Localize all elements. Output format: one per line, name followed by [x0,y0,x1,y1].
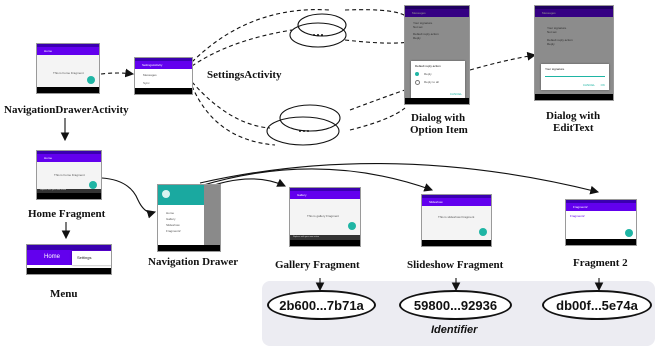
edge-settings-upper2 [191,9,331,63]
caption-dialog-edit-1: Dialog with [546,110,601,122]
snackbar-text: Replace with your own action [40,189,67,191]
screen-body-text: This is gallery Fragment [307,214,340,218]
caption-dialog-option-1: Dialog with [411,112,466,124]
screen-title: Fragment2 [566,203,636,211]
cancel-button[interactable]: CANCEL [449,92,462,96]
snackbar-text: Replace with your own action [293,236,320,238]
radio-unselected-icon[interactable] [415,80,420,85]
fab-button[interactable] [348,222,356,230]
edge-drawer-to-slideshow [199,168,434,192]
field-label: Your signature [413,21,433,25]
cancel-button[interactable]: CANCEL [582,83,595,87]
caption-home-fragment: Home Fragment [28,208,106,220]
screen-title: Home [37,47,99,55]
drawer-item-gallery[interactable]: Gallery [166,217,176,221]
caption-navigation-drawer: Navigation Drawer [148,256,239,268]
edit-dialog: Your signature CANCEL OK [541,64,609,90]
drawer-item-slideshow[interactable]: Slideshow [166,223,180,227]
screen-body-text: Fragment2 [570,214,585,218]
field-value: Reply [413,36,421,40]
drawer-item-fragment2[interactable]: Fragment2 [166,229,181,233]
dialog-title: Default reply action [415,64,441,68]
identifier-gallery: 2b600...7b71a [267,290,376,320]
option-reply-all[interactable]: Reply to all [424,80,439,84]
edge-upper-to-edit2 [344,9,409,19]
screen-dialog-edit: Messages Your signature Not set Default … [534,5,614,101]
edge-settings-lower [191,81,271,129]
edge-upper-to-edit [344,39,409,44]
screen-fragment2: Fragment2 Fragment2 [565,199,637,246]
settings-item-messages[interactable]: Messages [143,73,157,77]
screen-slideshow: Slideshow This is slideshow Fragment [421,194,492,247]
menu-title: Home [44,254,61,260]
option-reply[interactable]: Reply [424,72,432,76]
edge-option-to-edit [469,51,537,71]
fab-button[interactable] [89,181,97,189]
screen-gallery: Gallery This is gallery Fragment Replace… [289,187,361,247]
screen-nav-activity: Home This is home Fragment [36,43,100,94]
screen-title: Slideshow [422,198,491,206]
snackbar: Replace with your own action [290,235,360,240]
caption-fragment2: Fragment 2 [573,257,628,269]
screen-body-text: This is home Fragment [53,71,84,75]
screen-title: Home [37,154,101,162]
screen-title: Gallery [290,191,360,199]
identifier-slideshow: 59800...92936 [399,290,512,320]
edge-home-to-drawer [101,177,157,219]
fab-button[interactable] [87,76,95,84]
menu-item-settings[interactable]: Settings [77,255,92,260]
screen-navigation-drawer: Home Gallery Slideshow Fragment2 [157,184,221,252]
caption-slideshow-fragment: Slideshow Fragment [407,259,504,271]
screen-title: Messages [405,9,469,17]
ok-button[interactable]: OK [600,83,605,87]
signature-input[interactable] [545,76,605,77]
drawer-panel: Home Gallery Slideshow Fragment2 [158,185,204,247]
dialog-title: Your signature [545,67,565,71]
screen-settings: SettingsActivity Messages Sync [134,57,193,95]
radio-selected-icon[interactable] [415,72,419,76]
identifier-fragment2: db00f...5e74a [542,290,652,320]
screen-body-text: This is home Fragment [54,173,85,177]
edge-settings-upper [191,29,293,67]
drawer-item-home[interactable]: Home [166,211,175,215]
fab-button[interactable] [625,229,633,237]
caption-gallery-fragment: Gallery Fragment [275,259,360,271]
edge-drawer-to-fragment2 [199,163,600,195]
field-value: Not set [547,30,557,34]
menu-popup: Settings [72,251,111,265]
screen-home: Home This is home Fragment Replace with … [36,150,102,200]
avatar [162,190,170,198]
screen-title: Messages [535,9,613,17]
settings-item-sync[interactable]: Sync [143,81,150,85]
drawer-header [158,185,204,205]
field-label: Default reply action [413,32,439,36]
screen-title: SettingsActivity [135,61,192,69]
field-label: Default reply action [547,38,573,42]
identifier-label: Identifier [431,324,478,336]
edge-lower-to-option2 [349,107,406,131]
caption-settings: SettingsActivity [207,69,282,81]
edge-lower-to-option [349,89,406,111]
field-label: Your signature [547,26,567,30]
field-value: Reply [547,42,555,46]
option-dialog: Default reply action Reply Reply to all … [411,61,465,99]
screen-body-text: This is slideshow Fragment [438,215,475,219]
caption-nav-activity: NavigationDrawerActivity [4,104,129,116]
screen-menu: Home Settings [26,244,112,275]
edge-nav-to-settings [100,68,135,78]
caption-dialog-option-2: Option Item [410,124,468,136]
screen-dialog-option: Messages Your signature Not set Default … [404,5,470,105]
caption-menu: Menu [50,288,78,300]
snackbar: Replace with your own action [37,189,101,193]
field-value: Not set [413,25,423,29]
fab-button[interactable] [479,228,487,236]
caption-dialog-edit-2: EditText [553,122,594,134]
